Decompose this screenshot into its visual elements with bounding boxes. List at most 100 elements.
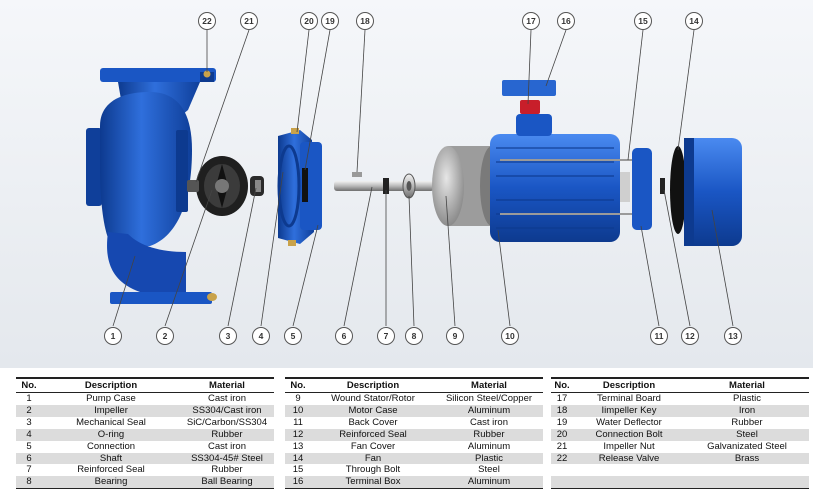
part-description: Water Deflector	[596, 416, 662, 428]
part-description: Wound Stator/Rotor	[331, 393, 415, 404]
callout-bubble: 11	[650, 327, 668, 345]
callout-circle	[685, 12, 703, 30]
part-material: Aluminum	[435, 404, 543, 417]
part-no: 13	[292, 440, 304, 452]
callout-bubble: 21	[240, 12, 258, 30]
callout-number: 12	[685, 331, 695, 341]
header-material: Material	[435, 377, 543, 393]
header-description: Description	[42, 377, 180, 393]
motor-shaft	[334, 172, 434, 199]
callout-bubble: 3	[219, 327, 237, 345]
mechanical-seal	[250, 176, 264, 196]
part-no: 12	[285, 428, 311, 441]
connection-bracket	[277, 128, 322, 246]
callout-circle	[681, 327, 699, 345]
callout-circle	[446, 327, 464, 345]
callout-number: 9	[453, 331, 458, 341]
callout-number: 22	[202, 16, 212, 26]
callout-circle	[240, 12, 258, 30]
part-no	[551, 464, 573, 476]
part-no: 1	[26, 393, 32, 404]
part-material: Plastic	[733, 393, 761, 404]
part-material: Cast iron	[469, 416, 508, 428]
part-description: Impeller Nut	[603, 440, 655, 452]
part-no: 14	[285, 452, 311, 465]
part-description	[573, 476, 685, 490]
header-material: Material	[685, 377, 809, 393]
part-no: 20	[551, 428, 573, 441]
part-description: Back Cover	[348, 416, 398, 428]
part-material	[685, 464, 809, 476]
callout-bubble: 22	[198, 12, 216, 30]
callout-number: 19	[325, 16, 335, 26]
part-row	[551, 464, 809, 476]
part-material: Rubber	[211, 464, 243, 476]
callout-circle	[252, 327, 270, 345]
callout-bubble: 4	[252, 327, 270, 345]
part-material: Galvanizated Steel	[707, 440, 787, 452]
callout-bubble: 18	[356, 12, 374, 30]
callout-number: 4	[259, 331, 264, 341]
part-material: Steel	[685, 428, 809, 441]
part-no: 11	[293, 416, 303, 428]
callout-bubble: 10	[501, 327, 519, 345]
callout-circle	[335, 327, 353, 345]
part-description: Bearing	[42, 476, 180, 490]
callout-bubble: 17	[522, 12, 540, 30]
callout-number: 16	[561, 16, 571, 26]
part-material: SS304/Cast iron	[180, 404, 274, 417]
callout-bubble: 7	[377, 327, 395, 345]
callout-circle	[501, 327, 519, 345]
callout-circle	[522, 12, 540, 30]
part-material: Ball Bearing	[180, 476, 274, 490]
part-description: Pump Case	[86, 393, 136, 404]
callout-circle	[724, 327, 742, 345]
callout-number: 7	[384, 331, 389, 341]
callout-bubble: 2	[156, 327, 174, 345]
part-no: 16	[285, 476, 311, 490]
part-no: 22	[551, 452, 573, 465]
part-description: Reinforced Seal	[311, 428, 435, 441]
part-no: 2	[16, 404, 42, 417]
part-description: Terminal Box	[311, 476, 435, 490]
callout-number: 21	[244, 16, 254, 26]
part-no: 19	[556, 416, 568, 428]
callout-circle	[198, 12, 216, 30]
callout-leader-lines	[112, 29, 734, 327]
callout-circle	[300, 12, 318, 30]
part-no: 21	[556, 440, 568, 452]
callout-circle	[104, 327, 122, 345]
part-no: 15	[292, 464, 304, 476]
callout-number: 1	[111, 331, 116, 341]
part-material: Plastic	[435, 452, 543, 465]
part-row: 21 Impeller Nut Galvanizated Steel	[551, 441, 809, 453]
part-no: 6	[16, 452, 42, 465]
callout-bubble: 1	[104, 327, 122, 345]
part-material: Brass	[685, 452, 809, 465]
header-material: Material	[180, 377, 274, 393]
header-no: No.	[285, 377, 311, 393]
part-material: Cast iron	[207, 393, 246, 404]
part-no: 10	[285, 404, 311, 417]
header-no: No.	[551, 377, 573, 393]
header-description: Description	[311, 377, 435, 393]
part-description: Connection	[86, 440, 136, 452]
callout-bubble: 20	[300, 12, 318, 30]
callout-number: 15	[638, 16, 648, 26]
callout-bubble: 12	[681, 327, 699, 345]
part-material: Cast iron	[207, 440, 246, 452]
callout-circle	[650, 327, 668, 345]
part-description	[573, 464, 685, 476]
part-row: 11 Back Cover Cast iron	[285, 417, 543, 429]
part-description: O-ring	[42, 428, 180, 441]
part-no: 3	[26, 416, 32, 428]
